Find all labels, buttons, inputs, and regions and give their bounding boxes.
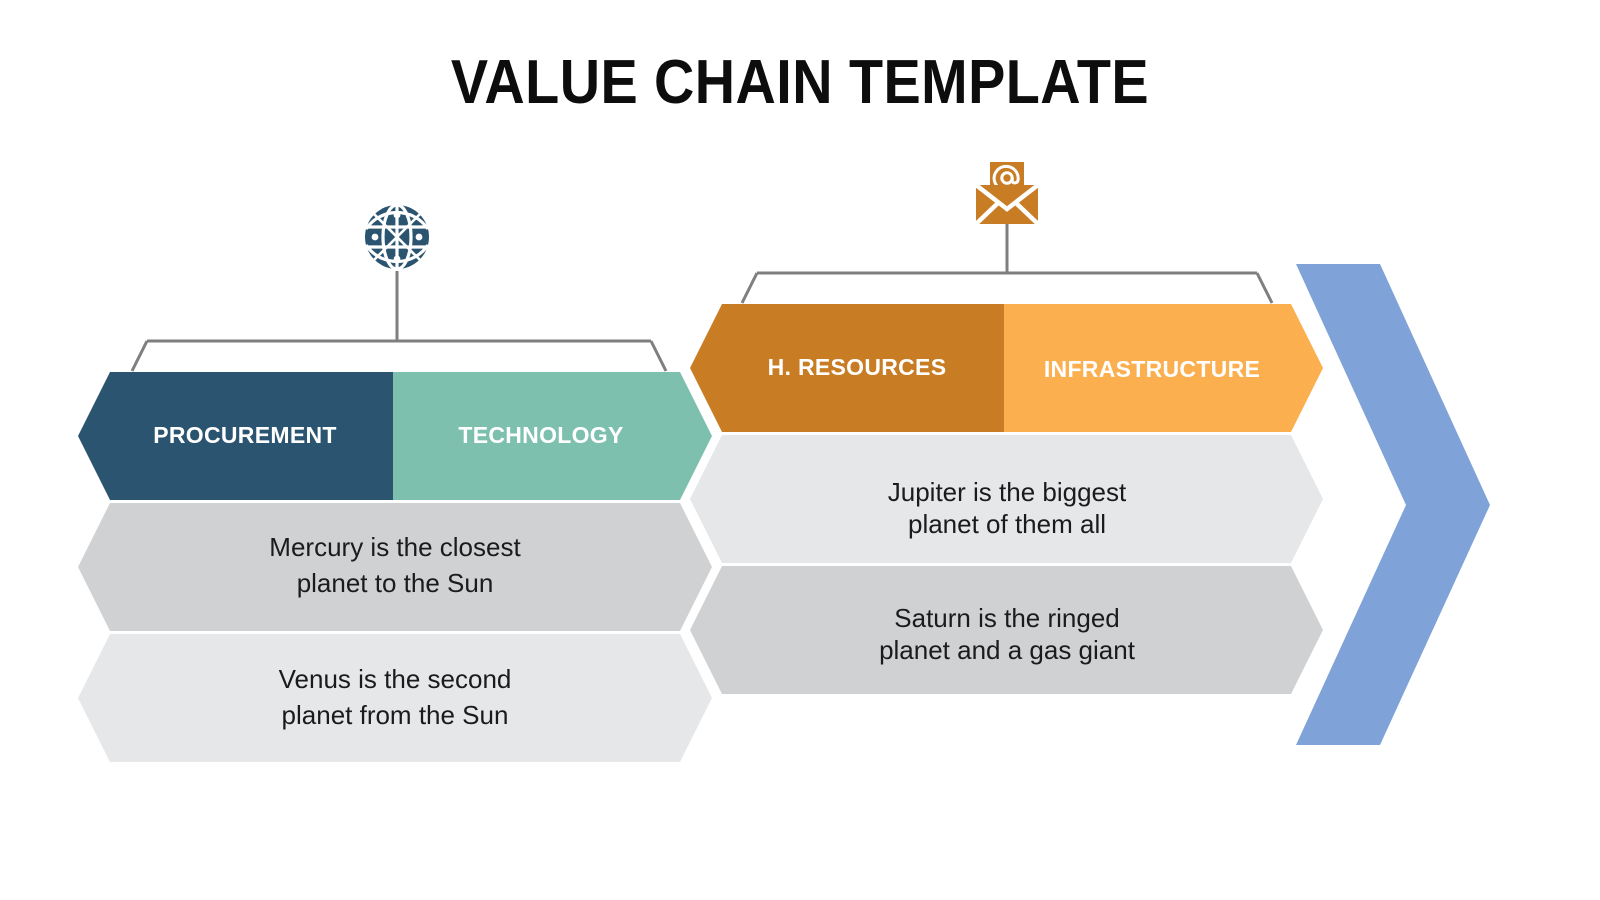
left-desc-1-line-2: planet to the Sun xyxy=(297,568,494,598)
left-desc-1-line-1: Mercury is the closest xyxy=(269,532,521,562)
right-band-row: H. RESOURCES INFRASTRUCTURE xyxy=(690,304,1323,432)
band-technology[interactable] xyxy=(393,372,712,500)
globe-network-icon xyxy=(364,203,430,271)
right-desc-1-line-2: planet of them all xyxy=(908,509,1106,539)
left-desc-row-2: Venus is the second planet from the Sun xyxy=(78,634,712,762)
left-desc-2-line-2: planet from the Sun xyxy=(282,700,509,730)
email-envelope-at-icon xyxy=(974,162,1040,226)
right-desc-row-1: Jupiter is the biggest planet of them al… xyxy=(690,435,1323,563)
left-desc-shape-2[interactable] xyxy=(78,634,712,762)
left-band-row: PROCUREMENT TECHNOLOGY xyxy=(78,372,712,500)
left-desc-row-1: Mercury is the closest planet to the Sun xyxy=(78,503,712,631)
band-h-resources[interactable] xyxy=(690,304,1004,432)
band-label-technology: TECHNOLOGY xyxy=(458,422,623,448)
chevron-arrow-right xyxy=(1296,264,1490,745)
band-label-infrastructure: INFRASTRUCTURE xyxy=(1044,356,1260,382)
right-desc-shape-1[interactable] xyxy=(690,435,1323,563)
left-group: PROCUREMENT TECHNOLOGY Mercury is the cl… xyxy=(78,203,712,762)
left-desc-2-line-1: Venus is the second xyxy=(279,664,512,694)
right-desc-shape-2[interactable] xyxy=(690,566,1323,694)
band-label-procurement: PROCUREMENT xyxy=(153,422,336,448)
right-bracket-connector xyxy=(740,222,1274,304)
right-desc-2-line-1: Saturn is the ringed xyxy=(894,603,1119,633)
right-desc-row-2: Saturn is the ringed planet and a gas gi… xyxy=(690,566,1323,694)
page-title: VALUE CHAIN TEMPLATE xyxy=(450,48,1150,117)
band-infrastructure[interactable] xyxy=(1004,304,1323,432)
band-procurement[interactable] xyxy=(78,372,393,500)
left-desc-shape-1[interactable] xyxy=(78,503,712,631)
right-desc-2-line-2: planet and a gas giant xyxy=(879,635,1136,665)
right-group: H. RESOURCES INFRASTRUCTURE Jupiter is t… xyxy=(690,162,1323,694)
band-label-h-resources: H. RESOURCES xyxy=(768,354,947,380)
left-bracket-connector xyxy=(130,271,668,372)
right-desc-1-line-1: Jupiter is the biggest xyxy=(888,477,1127,507)
